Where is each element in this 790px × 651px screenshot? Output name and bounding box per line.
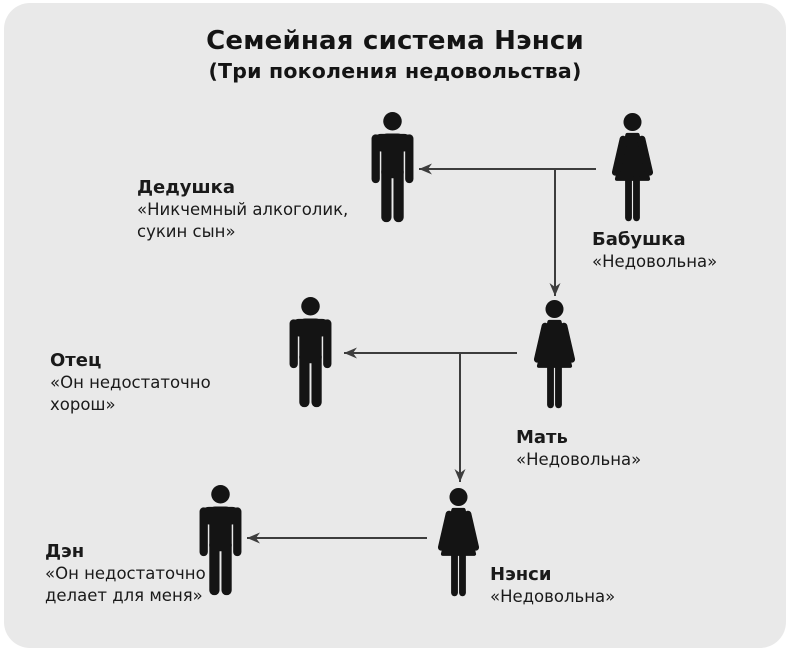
dan-name: Дэн bbox=[45, 541, 85, 562]
grandfather-name: Дедушка bbox=[137, 177, 235, 198]
label-dan: Дэн «Он недостаточно делает для меня» bbox=[45, 541, 227, 606]
diagram-subtitle: (Три поколения недовольства) bbox=[208, 59, 582, 83]
mother-name: Мать bbox=[516, 427, 568, 448]
father-male-figure-icon bbox=[289, 297, 332, 408]
label-mother: Мать «Недовольна» bbox=[516, 427, 706, 471]
diagram-panel-background bbox=[4, 3, 786, 648]
father-name: Отец bbox=[50, 350, 102, 371]
dan-quote: «Он недостаточно делает для меня» bbox=[45, 564, 206, 605]
label-father: Отец «Он недостаточно хорош» bbox=[50, 350, 222, 415]
nancy-quote: «Недовольна» bbox=[490, 587, 616, 606]
mother-quote: «Недовольна» bbox=[516, 450, 642, 469]
grandmother-female-figure-icon bbox=[609, 113, 656, 224]
label-grandmother: Бабушка «Недовольна» bbox=[592, 229, 782, 273]
grandmother-name: Бабушка bbox=[592, 229, 686, 250]
father-quote: «Он недостаточно хорош» bbox=[50, 373, 211, 414]
diagram-title: Семейная система Нэнси bbox=[206, 26, 584, 56]
label-grandfather: Дедушка «Никчемный алкоголик, сукин сын» bbox=[137, 177, 349, 242]
grandmother-quote: «Недовольна» bbox=[592, 252, 718, 271]
nancy-female-figure-icon bbox=[435, 488, 482, 599]
nancy-name: Нэнси bbox=[490, 564, 552, 585]
grandfather-quote: «Никчемный алкоголик, сукин сын» bbox=[137, 200, 349, 241]
mother-female-figure-icon bbox=[531, 300, 578, 411]
label-nancy: Нэнси «Недовольна» bbox=[490, 564, 680, 608]
diagram-header: Семейная система Нэнси (Три поколения не… bbox=[0, 25, 790, 84]
grandfather-male-figure-icon bbox=[371, 112, 414, 223]
